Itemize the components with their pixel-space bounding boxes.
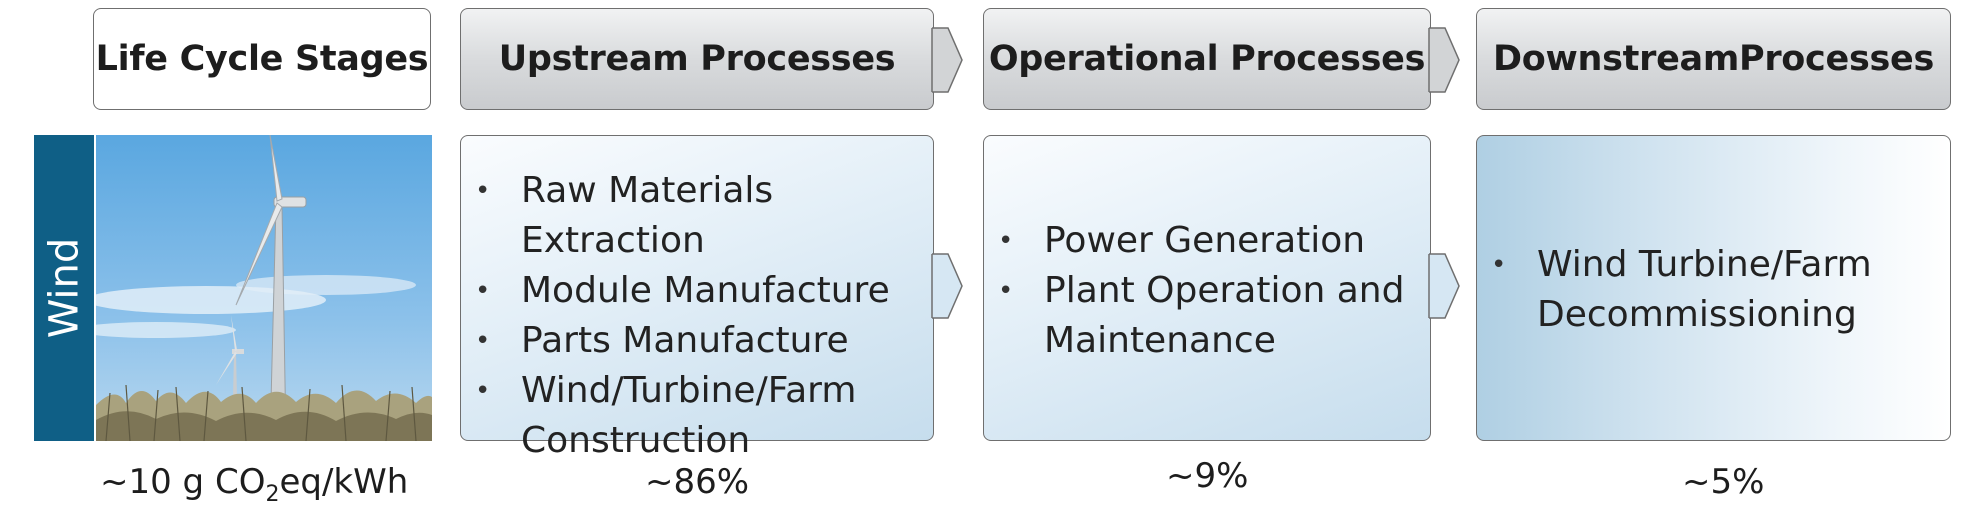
box-chevron-right-icon bbox=[1428, 253, 1460, 319]
bullet-icon: • bbox=[475, 176, 491, 206]
list-item-continuation: Construction bbox=[461, 416, 933, 466]
header-downstream: DownstreamProcesses bbox=[1476, 8, 1951, 110]
header-upstream: Upstream Processes bbox=[460, 8, 934, 110]
list-item: • Wind/Turbine/Farm bbox=[461, 366, 933, 416]
upstream-percentage: ~86% bbox=[645, 462, 750, 502]
emissions-prefix: ~10 g CO bbox=[100, 462, 266, 502]
bullet-icon: • bbox=[475, 376, 491, 406]
list-item: • Plant Operation and bbox=[984, 266, 1430, 316]
bullet-icon: • bbox=[475, 326, 491, 356]
list-item: • Wind Turbine/Farm bbox=[1477, 240, 1950, 290]
list-item-label: Power Generation bbox=[1044, 220, 1366, 261]
emissions-value: ~10 g CO2eq/kWh bbox=[100, 462, 408, 507]
bullet-icon: • bbox=[998, 276, 1014, 306]
operational-list: • Power Generation • Plant Operation and M… bbox=[984, 216, 1430, 366]
list-item-label: Construction bbox=[521, 420, 751, 461]
header-operational-label: Operational Processes bbox=[988, 39, 1426, 79]
operational-box: • Power Generation • Plant Operation and M… bbox=[983, 135, 1431, 441]
list-item-label: Parts Manufacture bbox=[521, 320, 849, 361]
header-chevron-right-icon bbox=[931, 27, 963, 93]
header-chevron-right-icon bbox=[1428, 27, 1460, 93]
list-item: • Parts Manufacture bbox=[461, 316, 933, 366]
operational-percentage: ~9% bbox=[1166, 456, 1249, 496]
downstream-box: • Wind Turbine/Farm Decommissioning bbox=[1476, 135, 1951, 441]
bullet-icon: • bbox=[1491, 250, 1507, 280]
list-item-label: Module Manufacture bbox=[521, 270, 890, 311]
upstream-box: • Raw Materials Extraction • Module Manufa… bbox=[460, 135, 934, 461]
header-upstream-label: Upstream Processes bbox=[498, 39, 896, 79]
list-item-label: Maintenance bbox=[1044, 320, 1276, 361]
bullet-icon: • bbox=[475, 276, 491, 306]
header-life-cycle-stages: Life Cycle Stages bbox=[93, 8, 431, 110]
list-item: • Raw Materials Extraction bbox=[461, 166, 933, 266]
list-item-label: Raw Materials Extraction bbox=[521, 170, 774, 261]
downstream-list: • Wind Turbine/Farm Decommissioning bbox=[1477, 240, 1950, 340]
bullet-icon: • bbox=[998, 226, 1014, 256]
wind-turbine-photo bbox=[96, 135, 432, 441]
list-item-label: Plant Operation and bbox=[1044, 270, 1405, 311]
list-item-label: Decommissioning bbox=[1537, 294, 1857, 335]
box-chevron-right-icon bbox=[931, 253, 963, 319]
list-item-continuation: Decommissioning bbox=[1477, 290, 1950, 340]
list-item-label: Wind/Turbine/Farm bbox=[521, 370, 857, 411]
emissions-suffix: eq/kWh bbox=[279, 462, 409, 502]
upstream-list: • Raw Materials Extraction • Module Manufa… bbox=[461, 166, 933, 466]
header-operational: Operational Processes bbox=[983, 8, 1431, 110]
downstream-percentage: ~5% bbox=[1682, 462, 1765, 502]
list-item-continuation: Maintenance bbox=[984, 316, 1430, 366]
list-item-label: Wind Turbine/Farm bbox=[1537, 244, 1872, 285]
side-label-text: Wind bbox=[41, 237, 87, 339]
emissions-subscript: 2 bbox=[265, 482, 280, 507]
side-label-wind: Wind bbox=[34, 135, 94, 441]
header-downstream-label: DownstreamProcesses bbox=[1493, 39, 1934, 79]
list-item: • Power Generation bbox=[984, 216, 1430, 266]
header-life-cycle-stages-label: Life Cycle Stages bbox=[95, 39, 429, 79]
list-item: • Module Manufacture bbox=[461, 266, 933, 316]
